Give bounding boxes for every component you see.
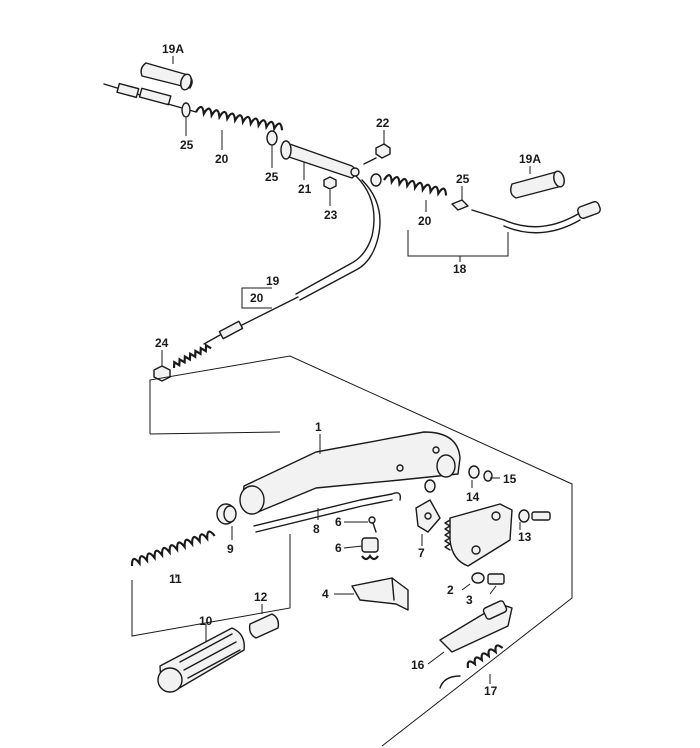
callout-20-a: 20 bbox=[215, 152, 229, 166]
callout-10: 10 bbox=[199, 614, 213, 628]
callout-2: 2 bbox=[447, 583, 454, 597]
callout-14: 14 bbox=[466, 490, 480, 504]
bolt-13 bbox=[518, 509, 551, 523]
callout-6-a: 6 bbox=[335, 515, 342, 529]
release-rod-8 bbox=[253, 492, 402, 533]
callout-17: 17 bbox=[484, 684, 498, 698]
callout-24: 24 bbox=[155, 336, 169, 350]
bolt-3 bbox=[487, 573, 505, 585]
callout-8: 8 bbox=[313, 522, 320, 536]
callout-18: 18 bbox=[453, 262, 467, 276]
callout-19: 19 bbox=[266, 274, 280, 288]
spring-11 bbox=[130, 530, 216, 567]
pawl-7 bbox=[415, 499, 441, 533]
right-cable-end bbox=[471, 201, 601, 234]
main-cable-19 bbox=[203, 175, 381, 345]
plate-16 bbox=[439, 600, 513, 653]
bolt-22 bbox=[363, 143, 391, 165]
callout-23: 23 bbox=[324, 208, 338, 222]
equalizer-21 bbox=[280, 140, 360, 179]
callout-6-b: 6 bbox=[335, 541, 342, 555]
cover-19a-right bbox=[509, 170, 565, 199]
bracket-19-20 bbox=[241, 287, 272, 309]
bushing-9 bbox=[216, 503, 237, 525]
callout-22: 22 bbox=[376, 116, 390, 130]
callout-15: 15 bbox=[503, 472, 517, 486]
callout-12: 12 bbox=[254, 590, 268, 604]
callout-11: 11 bbox=[169, 572, 182, 586]
callout-3: 3 bbox=[466, 593, 473, 607]
assembly-frame bbox=[131, 355, 573, 747]
leader-lines bbox=[161, 56, 531, 684]
spring-6 bbox=[361, 537, 379, 561]
callout-25-c: 25 bbox=[456, 172, 470, 186]
screw-6 bbox=[368, 516, 377, 533]
bracket-18 bbox=[407, 230, 509, 262]
left-cable-rod bbox=[103, 82, 197, 113]
callout-25-b: 25 bbox=[265, 170, 279, 184]
callout-1: 1 bbox=[315, 420, 322, 434]
callout-9: 9 bbox=[227, 542, 234, 556]
grommet-25-left bbox=[181, 102, 191, 118]
callout-25-a: 25 bbox=[180, 138, 194, 152]
callout-7: 7 bbox=[418, 546, 425, 560]
callout-13: 13 bbox=[518, 530, 532, 544]
callout-20-b: 20 bbox=[418, 214, 432, 228]
callout-16: 16 bbox=[411, 658, 425, 672]
nut-23 bbox=[323, 176, 337, 190]
spring-20-right bbox=[370, 173, 448, 197]
callout-19a-left: 19A bbox=[162, 42, 185, 56]
callout-19a-right: 19A bbox=[519, 152, 542, 166]
callout-4: 4 bbox=[322, 587, 329, 601]
washer-2 bbox=[471, 572, 485, 584]
bracket-4 bbox=[351, 577, 409, 611]
callout-20-c: 20 bbox=[250, 291, 264, 305]
spring-20-left bbox=[195, 105, 284, 133]
grommet-25-middle bbox=[266, 130, 278, 146]
hand-lever-1 bbox=[239, 431, 461, 515]
sleeve-12 bbox=[248, 613, 280, 639]
cover-19a-left bbox=[140, 62, 193, 91]
grip-10 bbox=[157, 627, 245, 693]
spring-17 bbox=[439, 644, 504, 689]
callout-21: 21 bbox=[298, 182, 312, 196]
ratchet-sector-13 bbox=[444, 503, 513, 567]
grommet-25-right bbox=[451, 199, 469, 211]
